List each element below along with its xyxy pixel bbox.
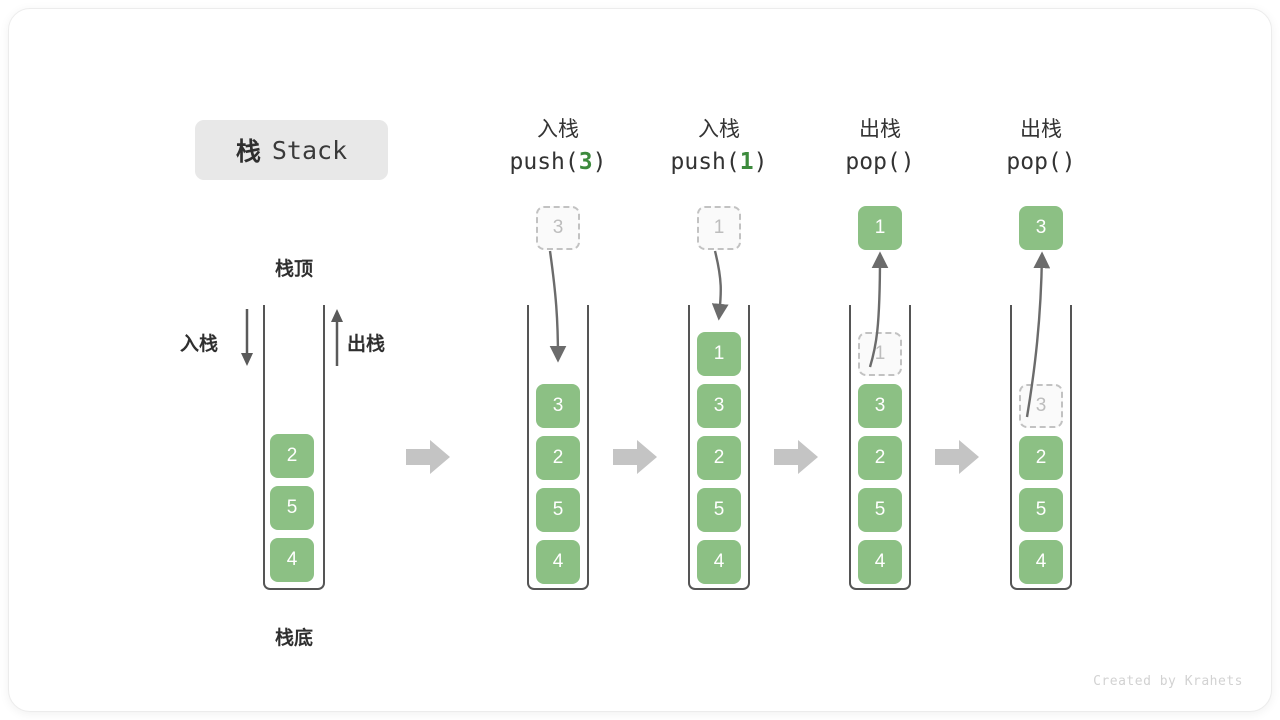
stack-cell: 5 (1019, 488, 1063, 532)
stack-cell: 2 (858, 436, 902, 480)
stack-cell: 5 (270, 486, 314, 530)
stack-cell: 3 (858, 384, 902, 428)
stack-cell: 3 (536, 384, 580, 428)
code-prefix: pop( (1006, 149, 1062, 175)
stack-container-2 (688, 305, 750, 590)
operation-code: push(3) (468, 145, 648, 179)
stack-cell: 5 (697, 488, 741, 532)
code-suffix: ) (753, 149, 768, 175)
operation-name: 出栈 (1020, 118, 1062, 141)
operation-name: 出栈 (859, 118, 901, 141)
stack-container-3 (849, 305, 911, 590)
column-heading-1: 入栈 push(3) (468, 115, 648, 179)
popped-element: 1 (858, 206, 902, 250)
label-push-side: 入栈 (180, 334, 219, 355)
stack-cell: 5 (858, 488, 902, 532)
column-heading-4: 出栈 pop() (951, 115, 1131, 179)
pop-motion-arrow-icon (868, 251, 889, 368)
code-argument: 1 (739, 149, 754, 175)
code-suffix: ) (900, 149, 915, 175)
diagram-title-badge: 栈 Stack (195, 120, 388, 180)
stack-cell: 2 (1019, 436, 1063, 480)
stack-cell: 4 (270, 538, 314, 582)
operation-code: pop() (951, 145, 1131, 179)
stack-cell: 4 (858, 540, 902, 584)
push-motion-arrow-icon (711, 250, 729, 321)
code-argument: 3 (578, 149, 593, 175)
stack-cell: 4 (697, 540, 741, 584)
operation-name: 入栈 (698, 118, 740, 141)
stack-container-initial (263, 305, 325, 590)
pop-direction-arrow-icon (331, 309, 343, 366)
stack-cell: 4 (1019, 540, 1063, 584)
operation-code: push(1) (629, 145, 809, 179)
stack-container-4 (1010, 305, 1072, 590)
code-prefix: push( (509, 149, 579, 175)
code-prefix: push( (670, 149, 740, 175)
flow-arrow-icon-1 (406, 440, 450, 474)
stack-cell-removed: 1 (858, 332, 902, 376)
label-stack-bottom: 栈底 (274, 628, 313, 649)
popped-element: 3 (1019, 206, 1063, 250)
column-heading-2: 入栈 push(1) (629, 115, 809, 179)
column-heading-3: 出栈 pop() (790, 115, 970, 179)
stack-cell: 3 (697, 384, 741, 428)
stack-cell: 2 (697, 436, 741, 480)
footer-credit: Created by Krahets (1093, 674, 1243, 689)
code-suffix: ) (592, 149, 607, 175)
stack-cell-removed: 3 (1019, 384, 1063, 428)
stack-cell: 1 (697, 332, 741, 376)
title-en: Stack (271, 135, 348, 165)
push-motion-arrow-icon (548, 250, 567, 363)
label-stack-top: 栈顶 (274, 259, 313, 280)
operation-name: 入栈 (537, 118, 579, 141)
code-prefix: pop( (845, 149, 901, 175)
flow-arrow-icon-4 (935, 440, 979, 474)
label-pop-side: 出栈 (347, 334, 386, 355)
pop-motion-arrow-icon (1025, 251, 1051, 418)
pending-push-element: 3 (536, 206, 580, 250)
flow-arrow-icon-3 (774, 440, 818, 474)
pending-push-element: 1 (697, 206, 741, 250)
stack-cell: 2 (536, 436, 580, 480)
title-cn: 栈 (235, 138, 262, 166)
push-direction-arrow-icon (241, 309, 253, 366)
stack-cell: 5 (536, 488, 580, 532)
stack-cell: 4 (536, 540, 580, 584)
flow-arrow-icon-2 (613, 440, 657, 474)
stack-cell: 2 (270, 434, 314, 478)
stack-container-1 (527, 305, 589, 590)
code-suffix: ) (1061, 149, 1076, 175)
operation-code: pop() (790, 145, 970, 179)
